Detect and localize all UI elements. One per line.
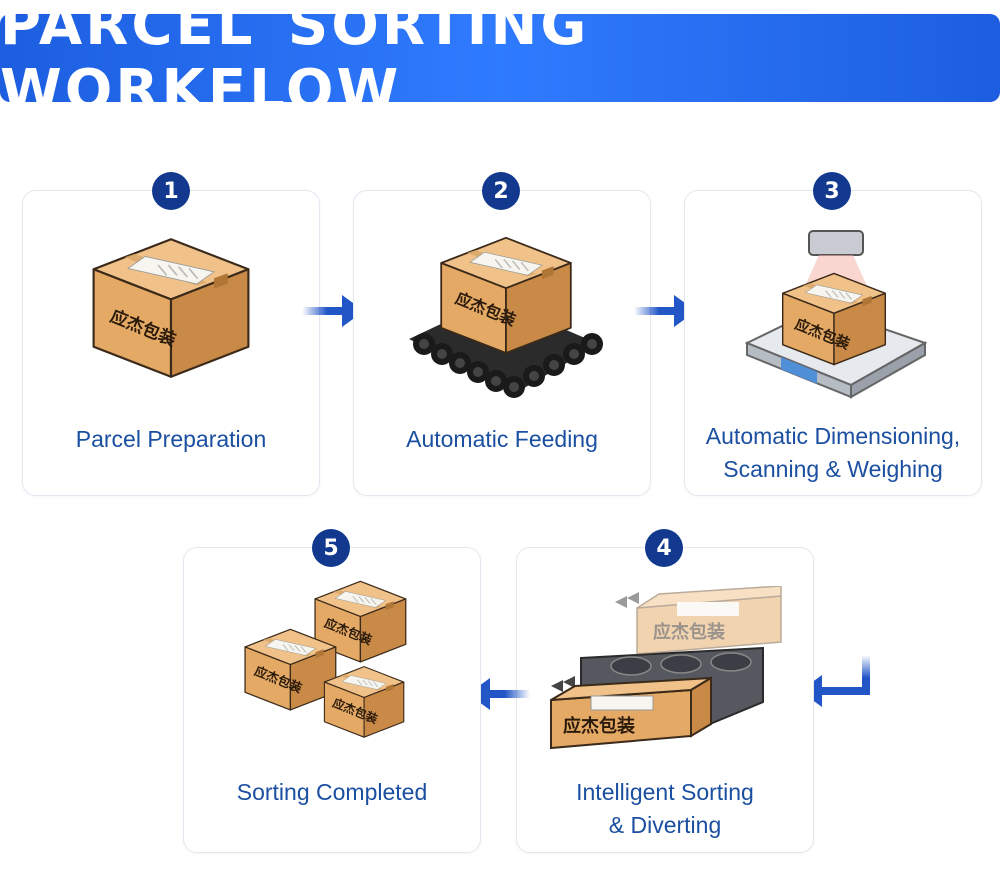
step-badge-4: 4 xyxy=(645,529,683,567)
step-card-3: 应杰包装 Automatic Dimensioning, Scanning & … xyxy=(684,190,982,496)
step-label-line1: Automatic Dimensioning, xyxy=(705,423,961,449)
step-badge-2: 2 xyxy=(482,172,520,210)
box-label: 应杰包装 xyxy=(563,715,635,737)
step-badge-5: 5 xyxy=(312,529,350,567)
step-label-line2: & Diverting xyxy=(608,812,722,838)
sorted-box: 应杰包装 xyxy=(550,676,712,750)
step-label: Automatic Feeding xyxy=(406,426,598,452)
parcel-box-icon: 应杰包装 xyxy=(85,223,257,393)
step-badge-1: 1 xyxy=(152,172,190,210)
gray-arrows-icon xyxy=(615,592,639,608)
step-card-5: 应杰包装 应杰包装 应杰包装 Sorting Completed xyxy=(183,547,481,853)
page-title: PARCEL SORTING WORKFLOW xyxy=(0,0,590,123)
diverter-icon: 应杰包装 应杰包装 xyxy=(550,586,782,750)
step-label-line2: Scanning & Weighing xyxy=(723,456,943,482)
step-card-2: 应杰包装 Automatic Feeding xyxy=(353,190,651,496)
step-label: Sorting Completed xyxy=(236,779,428,805)
step-card-1: 应杰包装 Parcel Preparation xyxy=(22,190,320,496)
conveyor-icon: 应杰包装 xyxy=(409,219,603,398)
step-card-4: 应杰包装 应杰包装 Intelligent Sorting & Divertin… xyxy=(516,547,814,853)
step-label: Parcel Preparation xyxy=(75,426,267,452)
scale-scanner-icon: 应杰包装 xyxy=(744,230,928,399)
box-label-ghost: 应杰包装 xyxy=(653,621,725,643)
ghost-box: 应杰包装 xyxy=(636,586,782,655)
dark-arrows-icon xyxy=(551,676,575,692)
sorted-boxes-icon: 应杰包装 应杰包装 应杰包装 xyxy=(232,572,442,762)
title-banner: PARCEL SORTING WORKFLOW xyxy=(0,0,1000,123)
step-badge-3: 3 xyxy=(813,172,851,210)
step-label-line1: Intelligent Sorting xyxy=(576,779,754,805)
